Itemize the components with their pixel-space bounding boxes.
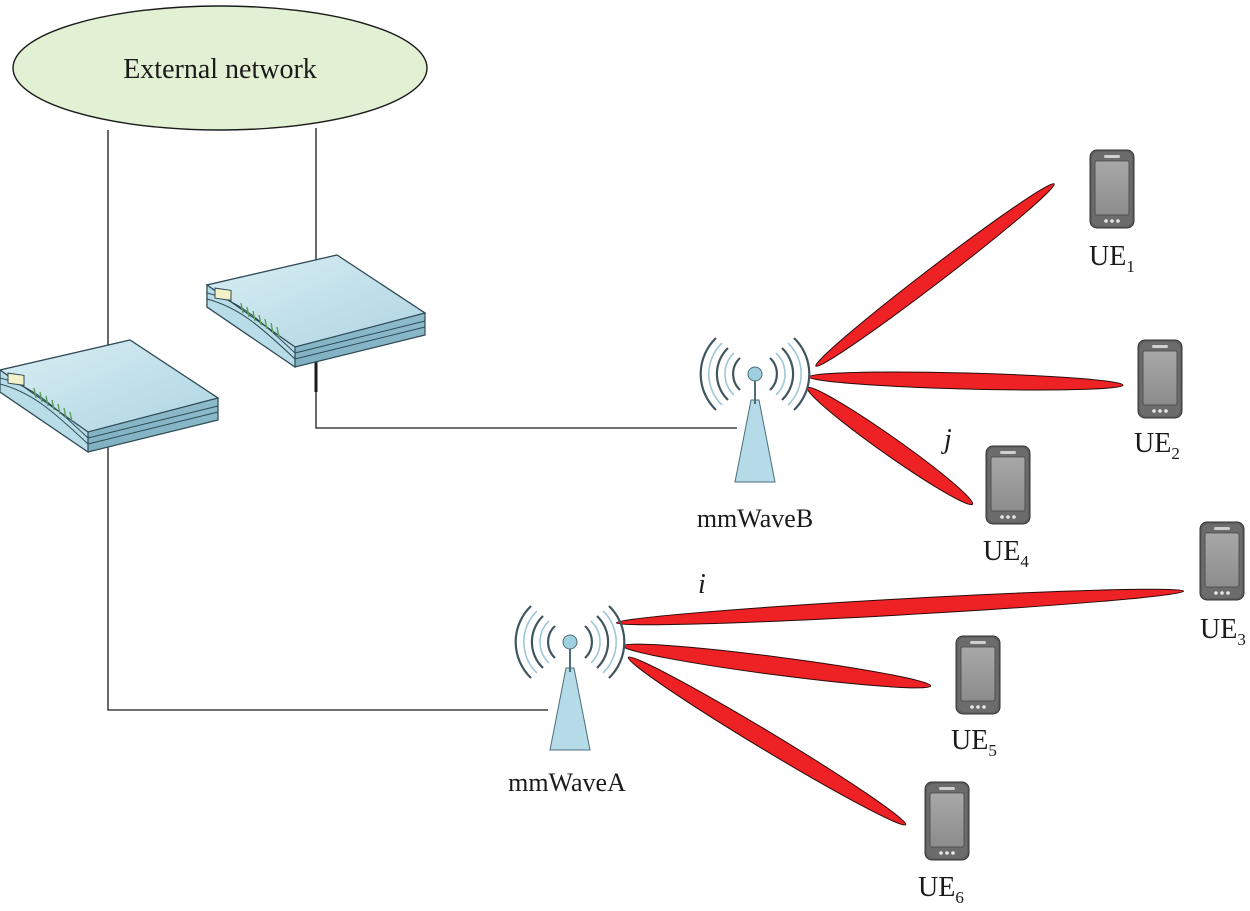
- backhaul-wires: [107, 128, 737, 711]
- beam-a-to-ue6: [627, 656, 907, 826]
- ue-4-label: UE4: [983, 536, 1029, 571]
- smartphone-icon: [1137, 339, 1183, 419]
- smartphone-icon: [924, 781, 970, 861]
- ue-5: UE5: [951, 635, 1001, 760]
- ue-3-label: UE3: [1200, 614, 1246, 649]
- external-network-ellipse: [12, 5, 428, 131]
- beam-label-i: i: [698, 569, 706, 600]
- ue-3: UE3: [1199, 521, 1246, 649]
- antenna-tower-icon: [514, 604, 626, 752]
- router-b-icon: [206, 254, 426, 368]
- beam-label-j: j: [941, 424, 952, 455]
- smartphone-icon: [1089, 149, 1135, 229]
- ue-5-label: UE5: [951, 725, 997, 760]
- wire-router-b-to-mmwave-b: [315, 345, 737, 429]
- mmwave-b-station: mmWaveB: [697, 336, 813, 533]
- ue-6-label: UE6: [918, 872, 964, 907]
- mmwave-b-label: mmWaveB: [697, 504, 813, 533]
- beam-a-to-ue3: [615, 588, 1185, 626]
- router-a-icon: [0, 339, 219, 453]
- mmwave-b-beams: [806, 183, 1124, 506]
- smartphone-icon: [1199, 521, 1245, 601]
- mmwave-a-label: mmWaveA: [508, 768, 626, 797]
- external-network: External network: [12, 5, 428, 131]
- ue-1-label: UE1: [1089, 241, 1135, 276]
- smartphone-icon: [985, 445, 1031, 525]
- ue-1: UE1: [1089, 149, 1135, 276]
- mmwave-a-beams: [615, 588, 1185, 826]
- ue-2: UE2: [1134, 339, 1183, 463]
- wire-router-a-to-mmwave-a: [107, 430, 548, 711]
- smartphone-icon: [955, 635, 1001, 715]
- mmwave-a-station: mmWaveA: [508, 604, 626, 797]
- ue-6: UE6: [918, 781, 970, 907]
- beam-b-to-ue2: [808, 371, 1124, 391]
- ue-2-label: UE2: [1134, 428, 1180, 463]
- beam-b-to-ue1: [815, 183, 1055, 367]
- antenna-tower-icon: [699, 336, 811, 484]
- external-network-label: External network: [123, 54, 317, 85]
- ue-4: UE4: [983, 445, 1031, 571]
